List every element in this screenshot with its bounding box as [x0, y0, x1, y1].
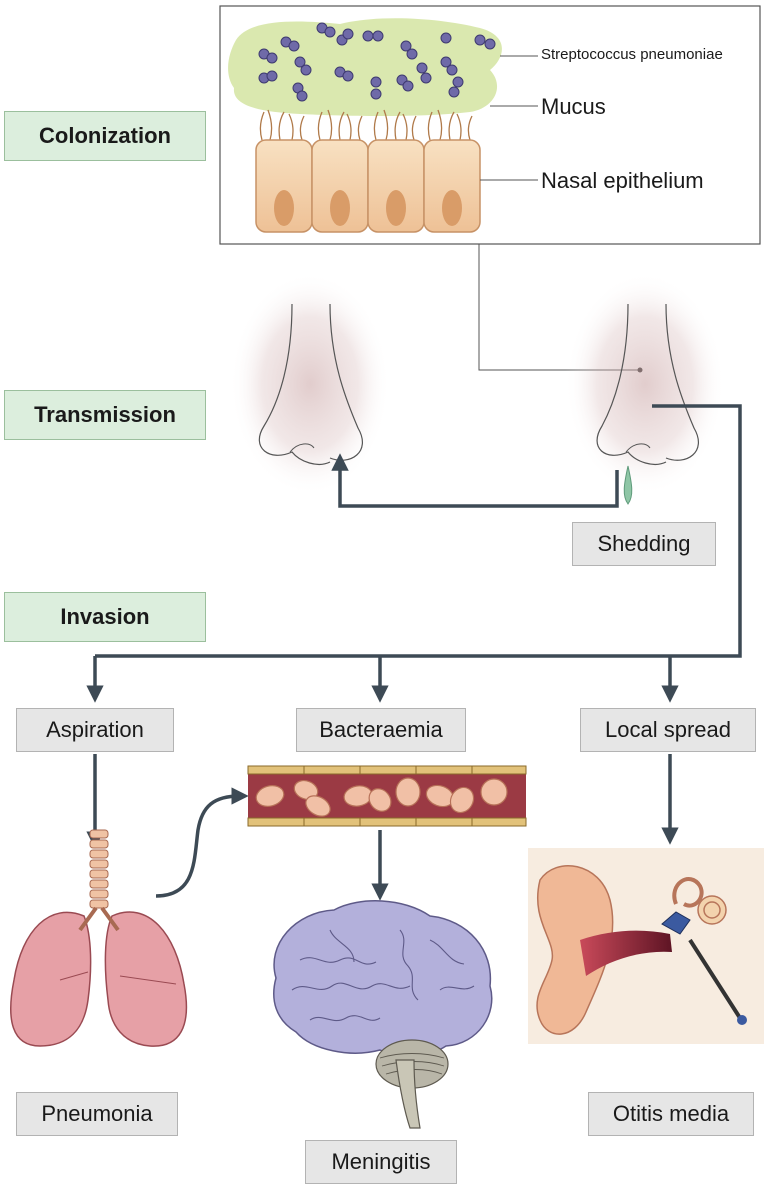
brainstem [395, 1059, 421, 1129]
nasal-epithelium-cells [255, 139, 481, 233]
cilia [259, 109, 473, 141]
label-bacteraemia: Bacteraemia [296, 708, 466, 752]
ear-canal [580, 930, 672, 976]
label-streptococcus-pneumoniae: Streptococcus pneumoniae [541, 46, 723, 63]
label-nasal-epithelium: Nasal epithelium [541, 168, 704, 193]
recipient-nose [230, 272, 390, 496]
label-meningitis: Meningitis [305, 1140, 457, 1184]
label-mucus: Mucus [541, 94, 606, 119]
blood-vessel [247, 765, 527, 827]
inset-callout-lines [480, 55, 538, 181]
mucus-drop [623, 465, 633, 505]
colonization-inset [219, 5, 761, 245]
transmission-arrow [331, 453, 619, 508]
stage-colonization: Colonization [4, 111, 206, 161]
eustachian-tube [688, 938, 742, 1020]
invasion-path-line [95, 404, 742, 658]
label-local-spread: Local spread [580, 708, 756, 752]
trachea [89, 829, 109, 909]
streptococcus-bacteria [258, 22, 496, 102]
semicircular-canals [672, 877, 704, 908]
label-aspiration: Aspiration [16, 708, 174, 752]
arrow-lungs-to-blood [155, 787, 249, 898]
ossicles [661, 911, 691, 935]
brain-illustration [273, 900, 493, 1129]
stage-invasion: Invasion [4, 592, 206, 642]
ear-illustration [528, 848, 764, 1044]
label-pneumonia: Pneumonia [16, 1092, 178, 1136]
lungs-illustration [10, 829, 188, 1047]
label-otitis-media: Otitis media [588, 1092, 754, 1136]
stage-transmission: Transmission [4, 390, 206, 440]
cochlea [697, 895, 727, 925]
carrier-nose [565, 272, 725, 496]
label-shedding: Shedding [572, 522, 716, 566]
